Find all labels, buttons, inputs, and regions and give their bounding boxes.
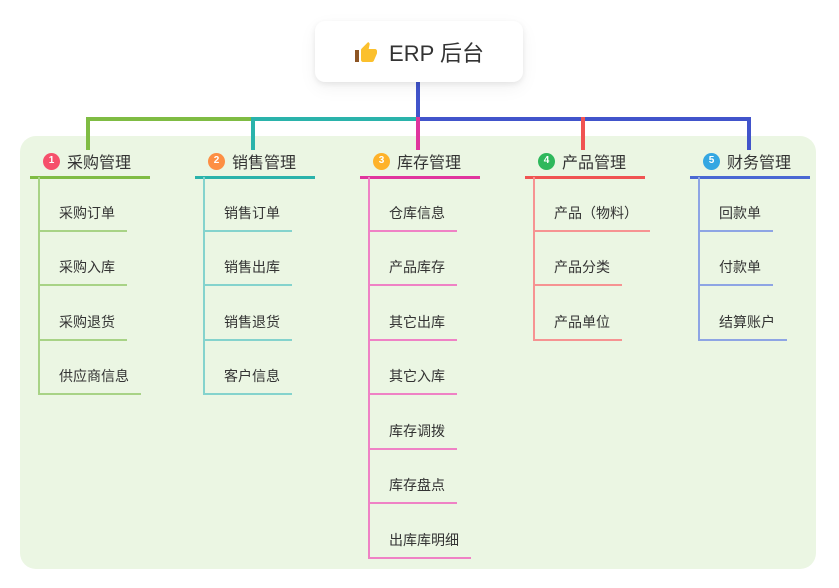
child-label[interactable]: 出库库明细: [370, 530, 471, 559]
connector-drop-inventory: [416, 117, 420, 150]
child-node: 采购退货: [40, 286, 141, 341]
child-node: 仓库信息: [370, 177, 471, 232]
thumbs-up-icon: [355, 41, 378, 62]
connector-horizontal-purchase: [86, 117, 253, 121]
child-label[interactable]: 客户信息: [205, 366, 292, 395]
branch-children-purchase: 采购订单 采购入库 采购退货 供应商信息: [38, 177, 141, 395]
branch-label-purchase: 采购管理: [67, 155, 132, 172]
badge-5: 5: [703, 152, 720, 170]
child-node: 产品分类: [535, 232, 650, 286]
child-node: 采购订单: [40, 177, 141, 232]
branch-sales: 2 销售管理 销售订单 销售出库 销售退货 客户信息: [195, 146, 315, 395]
child-label[interactable]: 付款单: [700, 257, 773, 286]
child-node: 销售订单: [205, 177, 292, 232]
branch-node-inventory[interactable]: 3 库存管理: [360, 146, 480, 179]
child-node: 产品单位: [535, 286, 650, 341]
child-label[interactable]: 采购入库: [40, 257, 127, 286]
child-label[interactable]: 销售订单: [205, 203, 292, 232]
badge-4: 4: [538, 152, 555, 170]
branch-purchase: 1 采购管理 采购订单 采购入库 采购退货 供应商信息: [30, 146, 150, 395]
child-node: 供应商信息: [40, 341, 141, 395]
branch-node-sales[interactable]: 2 销售管理: [195, 146, 315, 179]
root-node[interactable]: ERP 后台: [315, 21, 523, 82]
child-node: 库存盘点: [370, 450, 471, 504]
child-label[interactable]: 采购订单: [40, 203, 127, 232]
branch-finance: 5 财务管理 回款单 付款单 结算账户: [690, 146, 810, 341]
child-label[interactable]: 其它入库: [370, 366, 457, 395]
child-label[interactable]: 库存盘点: [370, 475, 457, 504]
child-node: 销售出库: [205, 232, 292, 286]
branch-node-product[interactable]: 4 产品管理: [525, 146, 645, 179]
child-node: 其它出库: [370, 286, 471, 341]
child-label[interactable]: 仓库信息: [370, 203, 457, 232]
child-node: 结算账户: [700, 286, 787, 341]
child-label[interactable]: 其它出库: [370, 312, 457, 341]
branch-label-sales: 销售管理: [232, 155, 297, 172]
child-label[interactable]: 结算账户: [700, 312, 787, 341]
badge-3: 3: [373, 152, 390, 170]
branch-product: 4 产品管理 产品（物料） 产品分类 产品单位: [525, 146, 650, 341]
branch-label-inventory: 库存管理: [397, 155, 462, 172]
child-node: 产品库存: [370, 232, 471, 286]
child-node: 库存调拨: [370, 395, 471, 450]
child-label[interactable]: 供应商信息: [40, 366, 141, 395]
child-node: 客户信息: [205, 341, 292, 395]
child-node: 销售退货: [205, 286, 292, 341]
connector-drop-purchase: [86, 117, 90, 150]
child-node: 产品（物料）: [535, 177, 650, 232]
child-label[interactable]: 产品（物料）: [535, 203, 650, 232]
child-node: 回款单: [700, 177, 787, 232]
branch-label-product: 产品管理: [562, 155, 627, 172]
branch-children-finance: 回款单 付款单 结算账户: [698, 177, 787, 341]
connector-drop-finance: [747, 117, 751, 150]
connector-drop-sales: [251, 117, 255, 150]
badge-2: 2: [208, 152, 225, 170]
child-label[interactable]: 产品分类: [535, 257, 622, 286]
branch-children-product: 产品（物料） 产品分类 产品单位: [533, 177, 650, 341]
connector-trunk: [416, 82, 420, 119]
branches-panel: [20, 136, 816, 569]
root-label: ERP 后台: [389, 40, 484, 66]
child-label[interactable]: 采购退货: [40, 312, 127, 341]
connector-drop-product: [581, 117, 585, 150]
connector-horizontal-sales: [253, 117, 418, 121]
child-label[interactable]: 销售出库: [205, 257, 292, 286]
branch-children-inventory: 仓库信息 产品库存 其它出库 其它入库 库存调拨 库存盘点 出库库明细: [368, 177, 471, 559]
child-label[interactable]: 产品单位: [535, 312, 622, 341]
branch-inventory: 3 库存管理 仓库信息 产品库存 其它出库 其它入库 库存调拨 库存盘点 出库库…: [360, 146, 480, 559]
child-label[interactable]: 库存调拨: [370, 421, 457, 450]
child-node: 其它入库: [370, 341, 471, 395]
child-label[interactable]: 产品库存: [370, 257, 457, 286]
branch-node-purchase[interactable]: 1 采购管理: [30, 146, 150, 179]
child-node: 采购入库: [40, 232, 141, 286]
child-node: 出库库明细: [370, 504, 471, 559]
branch-children-sales: 销售订单 销售出库 销售退货 客户信息: [203, 177, 292, 395]
branch-node-finance[interactable]: 5 财务管理: [690, 146, 810, 179]
child-node: 付款单: [700, 232, 787, 286]
branch-label-finance: 财务管理: [727, 155, 792, 172]
child-label[interactable]: 销售退货: [205, 312, 292, 341]
badge-1: 1: [43, 152, 60, 170]
child-label[interactable]: 回款单: [700, 203, 773, 232]
